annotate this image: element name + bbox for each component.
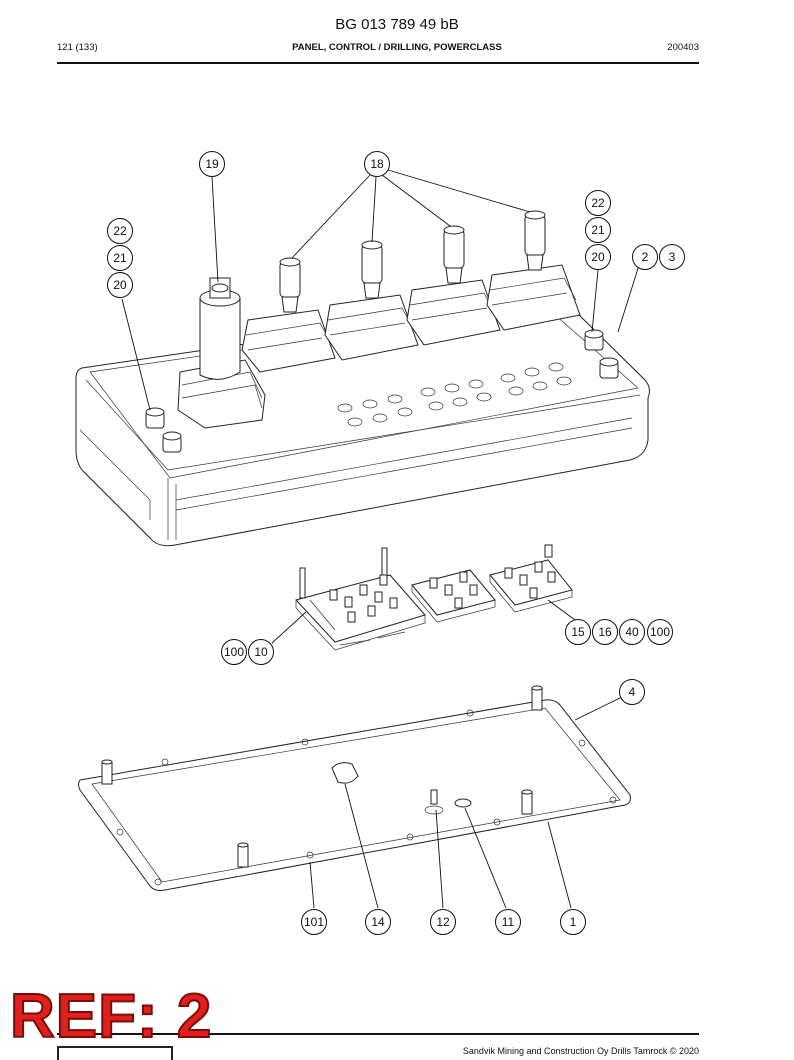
- callout-22-right: 22: [585, 190, 611, 216]
- svg-text:3: 3: [669, 250, 676, 264]
- svg-text:11: 11: [502, 915, 515, 929]
- svg-text:15: 15: [571, 625, 585, 639]
- svg-text:12: 12: [436, 915, 450, 929]
- svg-text:21: 21: [591, 223, 605, 237]
- svg-text:10: 10: [254, 645, 268, 659]
- callout-14: 14: [365, 909, 391, 935]
- footer-rule: [57, 1033, 699, 1035]
- panel-push-buttons: [337, 362, 572, 427]
- page-title: PANEL, CONTROL / DRILLING, POWERCLASS: [292, 42, 502, 53]
- page-number: 121 (133): [57, 42, 98, 53]
- svg-text:4: 4: [629, 685, 636, 699]
- svg-text:20: 20: [113, 278, 127, 292]
- svg-text:101: 101: [304, 915, 324, 929]
- callout-10: 10: [248, 639, 274, 665]
- callout-100-left: 100: [221, 639, 247, 665]
- joystick-module-4: [486, 210, 581, 331]
- callout-16: 16: [592, 619, 618, 645]
- svg-text:40: 40: [625, 625, 639, 639]
- svg-text:22: 22: [113, 224, 127, 238]
- svg-text:16: 16: [598, 625, 612, 639]
- callout-40: 40: [619, 619, 645, 645]
- ref-stamp: REF: 2: [9, 982, 213, 1051]
- callout-19: 19: [199, 151, 225, 177]
- callout-100-right: 100: [647, 619, 673, 645]
- svg-text:2: 2: [642, 250, 649, 264]
- joystick-module-1: [241, 257, 336, 373]
- svg-text:21: 21: [113, 251, 127, 265]
- svg-text:100: 100: [650, 625, 670, 639]
- callout-21-left: 21: [107, 245, 133, 271]
- callout-4: 4: [619, 679, 645, 705]
- svg-text:19: 19: [205, 157, 219, 171]
- main-joystick: [177, 277, 266, 429]
- callout-18: 18: [364, 151, 390, 177]
- callout-22-left: 22: [107, 218, 133, 244]
- header-rule: [57, 62, 699, 64]
- svg-text:14: 14: [371, 915, 385, 929]
- bottom-cover-plate: [78, 685, 631, 891]
- callout-12: 12: [430, 909, 456, 935]
- date-code: 200403: [667, 42, 699, 53]
- svg-text:20: 20: [591, 250, 605, 264]
- rotary-knobs: [145, 329, 619, 453]
- callout-11: 11: [495, 909, 521, 935]
- svg-text:18: 18: [370, 157, 384, 171]
- callout-20-right: 20: [585, 244, 611, 270]
- footer-copyright: Sandvik Mining and Construction Oy Drill…: [462, 1046, 699, 1056]
- circuit-boards: [295, 544, 573, 651]
- callout-2: 2: [632, 244, 658, 270]
- svg-text:1: 1: [570, 915, 577, 929]
- callout-1: 1: [560, 909, 586, 935]
- callout-20-left: 20: [107, 272, 133, 298]
- callout-15: 15: [565, 619, 591, 645]
- callout-101: 101: [301, 909, 327, 935]
- svg-text:100: 100: [224, 645, 244, 659]
- document-number: BG 013 789 49 bB: [335, 16, 459, 33]
- svg-text:22: 22: [591, 196, 605, 210]
- callout-3: 3: [659, 244, 685, 270]
- callout-21-right: 21: [585, 217, 611, 243]
- joystick-module-2: [324, 240, 419, 361]
- joystick-module-3: [406, 225, 501, 346]
- leader-lines: [121, 169, 641, 909]
